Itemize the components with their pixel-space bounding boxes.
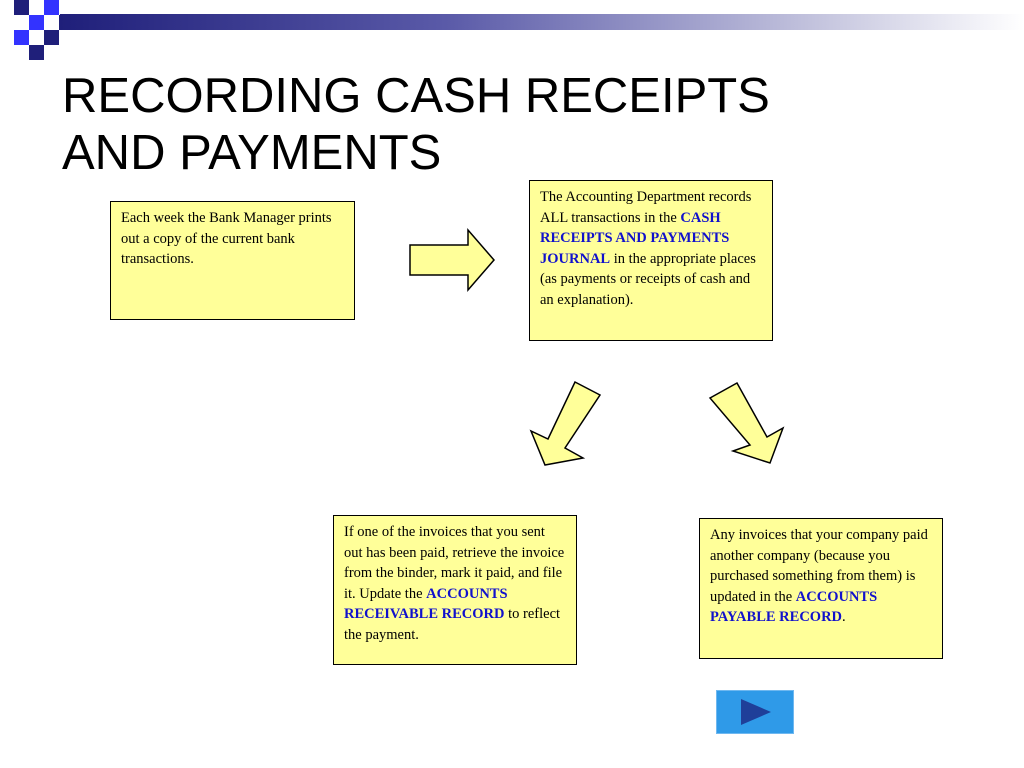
arrow-down-left-icon (529, 380, 602, 466)
accounting-department-box: The Accounting Department records ALL tr… (529, 180, 773, 341)
box-text: Each week the Bank Manager prints out a … (121, 210, 332, 267)
box-text-after: in the appropriate places (as payments o… (540, 250, 756, 308)
box-text: The Accounting Department records ALL tr… (540, 189, 752, 226)
box-text-after: to reflect the payment. (344, 606, 561, 643)
corner-squares-logo (14, 0, 74, 60)
slide-title: RECORDING CASH RECEIPTS AND PAYMENTS (62, 69, 770, 180)
arrow-down-right-icon (708, 381, 785, 464)
play-right-icon (741, 699, 771, 725)
next-slide-button[interactable] (716, 690, 794, 734)
box-text: Any invoices that your company paid anot… (710, 527, 928, 605)
box-highlight: ACCOUNTS RECEIVABLE RECORD (344, 585, 508, 623)
accounts-payable-box: Any invoices that your company paid anot… (699, 518, 943, 659)
arrow-right-icon (409, 227, 495, 293)
header-gradient-bar (60, 14, 1024, 30)
box-text-after: . (842, 609, 846, 625)
box-highlight: ACCOUNTS PAYABLE RECORD (710, 588, 878, 626)
box-text: If one of the invoices that you sent out… (344, 524, 565, 602)
accounts-receivable-box: If one of the invoices that you sent out… (333, 515, 577, 665)
box-highlight: CASH RECEIPTS AND PAYMENTS JOURNAL (540, 209, 730, 267)
bank-manager-box: Each week the Bank Manager prints out a … (110, 201, 355, 320)
